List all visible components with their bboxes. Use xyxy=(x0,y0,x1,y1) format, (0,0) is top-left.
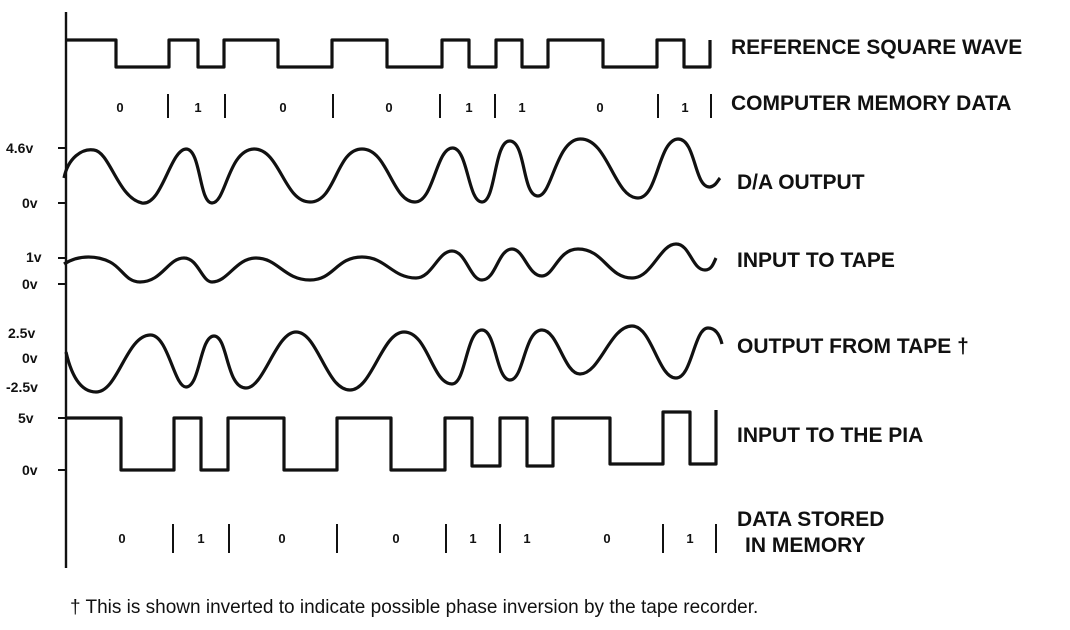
voltage-label-tape-out-mid: 0v xyxy=(22,350,38,366)
label-input-to-pia: INPUT TO THE PIA xyxy=(737,424,923,447)
voltage-label-pia-low: 0v xyxy=(22,462,38,478)
label-computer-memory-data: COMPUTER MEMORY DATA xyxy=(731,92,1011,115)
voltage-label-tape-in-high: 1v xyxy=(26,249,42,265)
memory-bit: 0 xyxy=(596,100,603,115)
memory-bit: 0 xyxy=(385,100,392,115)
voltage-label-tape-in-low: 0v xyxy=(22,276,38,292)
stored-data-separators xyxy=(172,524,717,553)
memory-bit: 0 xyxy=(279,100,286,115)
stored-bit: 1 xyxy=(469,531,476,546)
output-from-tape-wave xyxy=(64,324,724,394)
label-reference-square-wave: REFERENCE SQUARE WAVE xyxy=(731,36,1022,59)
memory-bit: 1 xyxy=(681,100,688,115)
memory-bit: 1 xyxy=(194,100,201,115)
input-to-tape-wave xyxy=(63,242,718,284)
stored-bit: 0 xyxy=(118,531,125,546)
memory-bit: 0 xyxy=(116,100,123,115)
label-da-output: D/A OUTPUT xyxy=(737,171,865,194)
voltage-label-pia-high: 5v xyxy=(18,410,34,426)
footnote: † This is shown inverted to indicate pos… xyxy=(70,597,758,618)
voltage-label-da-low: 0v xyxy=(22,195,38,211)
memory-data-separators xyxy=(167,94,712,118)
stored-bit: 1 xyxy=(523,531,530,546)
voltage-label-tape-out-low: -2.5v xyxy=(6,379,38,395)
da-output-wave xyxy=(62,137,722,205)
label-data-stored-line1: DATA STORED xyxy=(737,508,884,531)
stored-bit: 1 xyxy=(686,531,693,546)
label-data-stored-line2: IN MEMORY xyxy=(745,534,866,557)
memory-bit: 1 xyxy=(518,100,525,115)
stored-bit: 1 xyxy=(197,531,204,546)
voltage-label-tape-out-high: 2.5v xyxy=(8,325,35,341)
label-input-to-tape: INPUT TO TAPE xyxy=(737,249,895,272)
label-output-from-tape: OUTPUT FROM TAPE † xyxy=(737,335,969,358)
input-to-pia-wave xyxy=(66,410,718,472)
memory-bit: 1 xyxy=(465,100,472,115)
reference-square-wave xyxy=(66,38,712,69)
stored-bit: 0 xyxy=(603,531,610,546)
voltage-label-da-high: 4.6v xyxy=(6,140,33,156)
stored-bit: 0 xyxy=(278,531,285,546)
stored-bit: 0 xyxy=(392,531,399,546)
